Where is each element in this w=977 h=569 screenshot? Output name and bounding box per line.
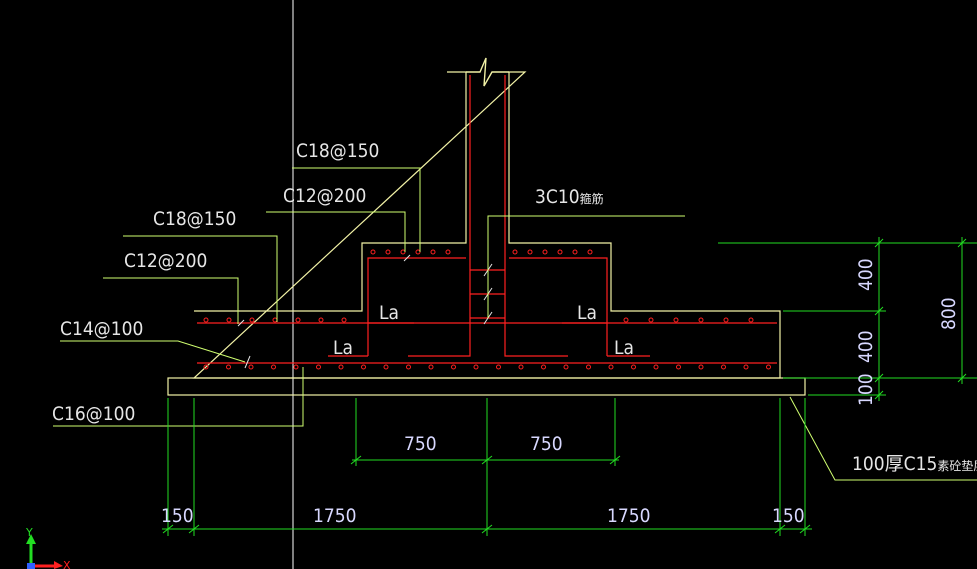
label-step-upper: C18@150 [153,208,236,230]
label-la-2: La [333,337,353,359]
rebar-dot-lower [563,364,569,370]
rebar-dot-lower [293,364,299,370]
label-la-4: La [614,337,634,359]
leader-top-upper [292,167,421,252]
dim-width-right: 1750 [607,505,651,527]
rebar-dot-upper [318,317,324,323]
rebar-dot-upper [203,317,209,323]
rebar-dot-upper [341,317,347,323]
label-step-lower: C12@200 [124,250,207,272]
label-column-hoop: 3C10箍筋 [535,186,604,208]
dim-width-left: 1750 [313,505,357,527]
rebar-dot-lower [226,364,231,370]
rebar-dot-lower [631,364,636,370]
leader-top-lower [266,211,406,252]
rebar-dot-top [370,249,376,255]
rebar-dot-lower [518,364,524,370]
rebar-dot-top [512,249,518,255]
rebar-dot-top [445,249,451,255]
rebar-dot-top [557,249,563,255]
leader-bottom [53,367,304,427]
rebar-dot-lower [541,364,546,370]
label-la-1: La [379,302,399,324]
rebar-dot-lower [428,364,434,370]
footing-outline [167,57,806,396]
leader-step-upper [123,235,278,322]
label-pad-note: 100厚C15素砼垫层 [852,453,977,475]
rebar-dot-lower [451,364,456,370]
rebar-dot-lower [361,364,366,370]
ucs-y-label: Y [25,526,33,539]
rebar-labels: C18@150 C12@200 C18@150 C12@200 C14@100 … [52,140,604,425]
rebar-dot-lower [653,364,659,370]
rebar-dot-top [527,249,533,255]
rebar-dot-lower [203,364,209,370]
rebar-dot-upper [272,317,278,323]
rebar-dot-top [400,249,406,255]
label-bottom: C16@100 [52,403,135,425]
rebar-dot-lower [473,364,479,370]
rebar-dot-lower [496,364,501,370]
concrete-pad [167,377,806,396]
anchor-labels: La La La La [333,302,634,359]
rebar-dot-top [430,249,436,255]
dim-half-left: 750 [404,433,437,455]
rebar-dot-lower [586,364,591,370]
rebar-dot-top [542,249,548,255]
rebar-column-right [504,75,568,357]
ucs-x-label: X [63,559,71,569]
dim-edge-left: 150 [161,505,194,527]
rebar-dot-lower [338,364,344,370]
label-top-upper: C18@150 [296,140,379,162]
dimension-lines [162,237,977,536]
rebar-dot-upper [226,317,232,323]
rebar-dot-lower [406,364,411,370]
dim-half-right: 750 [530,433,563,455]
rebar-dot-upper [623,317,629,323]
rebar-dot-lower [248,364,254,370]
rebar-dot-upper [648,317,654,323]
rebar-dot-lower [383,364,389,370]
rebar-dot-lower [698,364,704,370]
rebar-dot-lower [721,364,726,370]
leader-stirrup [60,340,246,363]
label-la-3: La [577,302,597,324]
rebar-dots [203,249,771,370]
dim-lower-step: 400 [855,330,877,363]
dim-edge-right: 150 [772,505,805,527]
rebar-dot-top [385,249,391,255]
rebar-dot-lower [271,364,276,370]
rebar-dot-upper [249,317,255,323]
rebar-dot-top [415,249,421,255]
rebar-column-left [408,75,471,357]
rebar-dot-upper [698,317,704,323]
rebar-dot-top [587,249,593,255]
rebar-dot-upper [295,317,301,323]
leader-lines [53,167,977,481]
dimension-texts: 750 750 150 1750 1750 150 400 400 800 10… [161,258,960,527]
rebar-group [197,75,777,364]
label-stirrup: C14@100 [60,318,143,340]
rebar-dot-upper [673,317,679,323]
rebar-dot-top [572,249,578,255]
ucs-icon: Y X [25,526,71,569]
rebar-dot-lower [316,364,321,370]
rebar-dot-lower [608,364,614,370]
leader-step-lower [103,277,239,324]
leader-column-hoop [487,215,685,318]
rebar-dot-upper [723,317,729,323]
label-top-lower: C12@200 [283,185,366,207]
rebar-dot-upper [748,317,754,323]
dim-pad: 100 [855,373,877,406]
rebar-dot-lower [743,364,749,370]
rebar-dot-lower [766,364,771,370]
dim-total-height: 800 [938,297,960,330]
dim-upper-step: 400 [855,258,877,291]
rebar-dot-lower [676,364,681,370]
